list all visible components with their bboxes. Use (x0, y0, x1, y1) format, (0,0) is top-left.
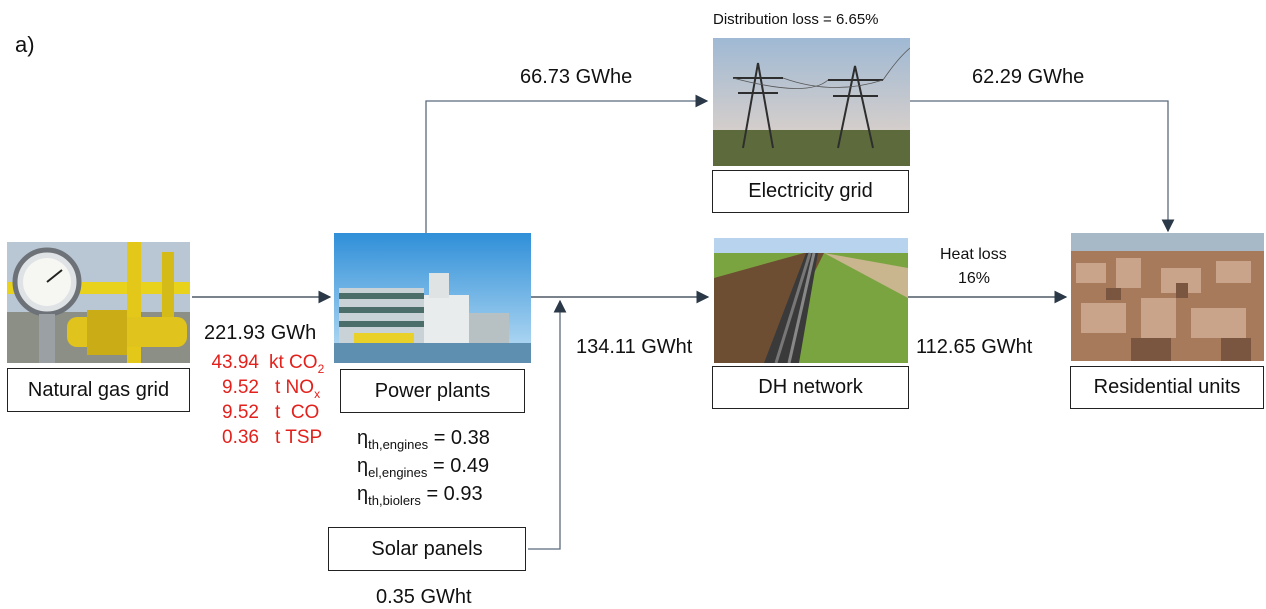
flow-plants-to-grid-label: 66.73 GWhe (520, 66, 633, 88)
heat-loss-value: 16% (958, 270, 991, 287)
power-plants-image (334, 233, 531, 363)
efficiency-el-engines: ηel,engines = 0.49 (357, 455, 490, 480)
emission-value: 9.52 (222, 377, 259, 398)
panel-label: a) (15, 32, 35, 57)
emission-value: 0.36 (222, 427, 259, 448)
heat-loss-label: Heat loss (940, 246, 1007, 263)
residential-image (1071, 233, 1264, 361)
flow-solar-label: 0.35 GWht (376, 586, 472, 608)
arrow-solar-to-dh (528, 299, 567, 550)
emission-unit: kt CO2 (269, 352, 325, 376)
flow-dh-to-residential-label: 112.65 GWht (916, 336, 1033, 358)
dh-network-image (714, 238, 908, 363)
natural-gas-image (7, 242, 190, 363)
emission-unit: t TSP (275, 427, 323, 448)
power-plants-node: Power plants (340, 369, 525, 413)
flow-gas-to-plants-label: 221.93 GWh (204, 322, 317, 344)
flow-grid-to-residential-label: 62.29 GWhe (972, 66, 1085, 88)
arrow-plants-to-grid (425, 94, 709, 233)
dh-network-node: DH network (712, 366, 909, 409)
emission-value: 43.94 (211, 352, 259, 373)
emission-unit: t NOx (275, 377, 321, 401)
flow-plants-to-dh-label: 134.11 GWht (576, 336, 693, 358)
electricity-grid-node: Electricity grid (712, 170, 909, 213)
natural-gas-grid-node: Natural gas grid (7, 368, 190, 412)
residential-units-node: Residential units (1070, 366, 1264, 409)
efficiency-th-boilers: ηth,biolers = 0.93 (357, 483, 483, 508)
distribution-loss-label: Distribution loss = 6.65% (713, 11, 879, 28)
arrow-grid-to-residential (910, 100, 1175, 233)
efficiency-th-engines: ηth,engines = 0.38 (357, 427, 490, 452)
electricity-grid-image (713, 38, 910, 166)
emission-unit: t CO (275, 402, 320, 423)
emission-value: 9.52 (222, 402, 259, 423)
solar-panels-node: Solar panels (328, 527, 526, 571)
